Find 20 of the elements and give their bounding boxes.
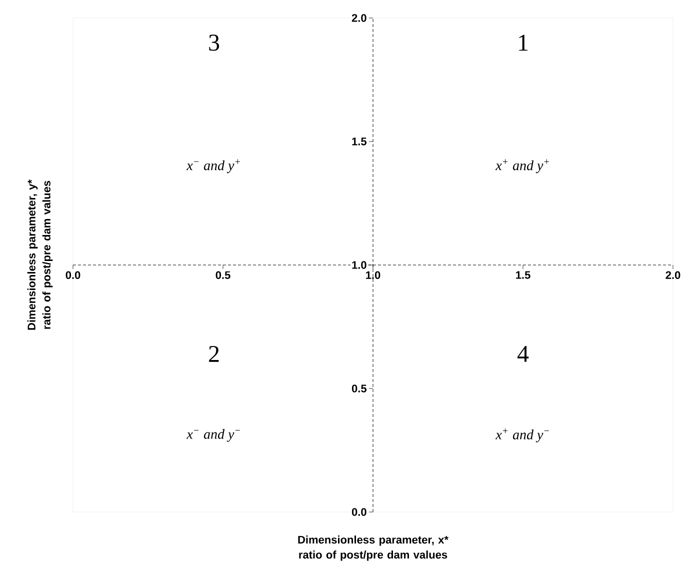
tick-label: 2.0 — [666, 271, 680, 279]
quadrant-label: x$^{−}$ and y$^{−}$ — [186, 429, 240, 442]
tick-label: 0.0 — [66, 271, 80, 279]
quadrant-label: x$^{−}$ and y$^{+}$ — [186, 159, 240, 174]
quadrant-label: x$^{+}$ and y$^{−}$ — [496, 428, 549, 442]
tick-label: 1.5 — [516, 271, 530, 279]
quadrant-number: 4 — [517, 346, 529, 362]
tick-label: 1.5 — [350, 136, 368, 146]
tick-label: 1.0 — [366, 271, 380, 279]
tick-label: 1.0 — [350, 260, 368, 270]
tick-label: 0.0 — [350, 507, 368, 517]
tick-label: 2.0 — [350, 13, 368, 23]
quadrant-number: 3 — [209, 34, 220, 51]
tick-label: 0.5 — [350, 384, 368, 394]
quadrant-number: 1 — [519, 34, 528, 51]
quadrant-label: x$^{+}$ and y$^{+}$ — [496, 159, 549, 174]
quadrant-number: 2 — [209, 346, 219, 362]
axis-title: Dimensionless parameter, y* ratio of post/pre dam values — [27, 180, 53, 330]
axis-title: Dimensionless parameter, x* ratio of post/pre dam values — [298, 536, 448, 561]
tick-label: 0.5 — [216, 271, 230, 279]
